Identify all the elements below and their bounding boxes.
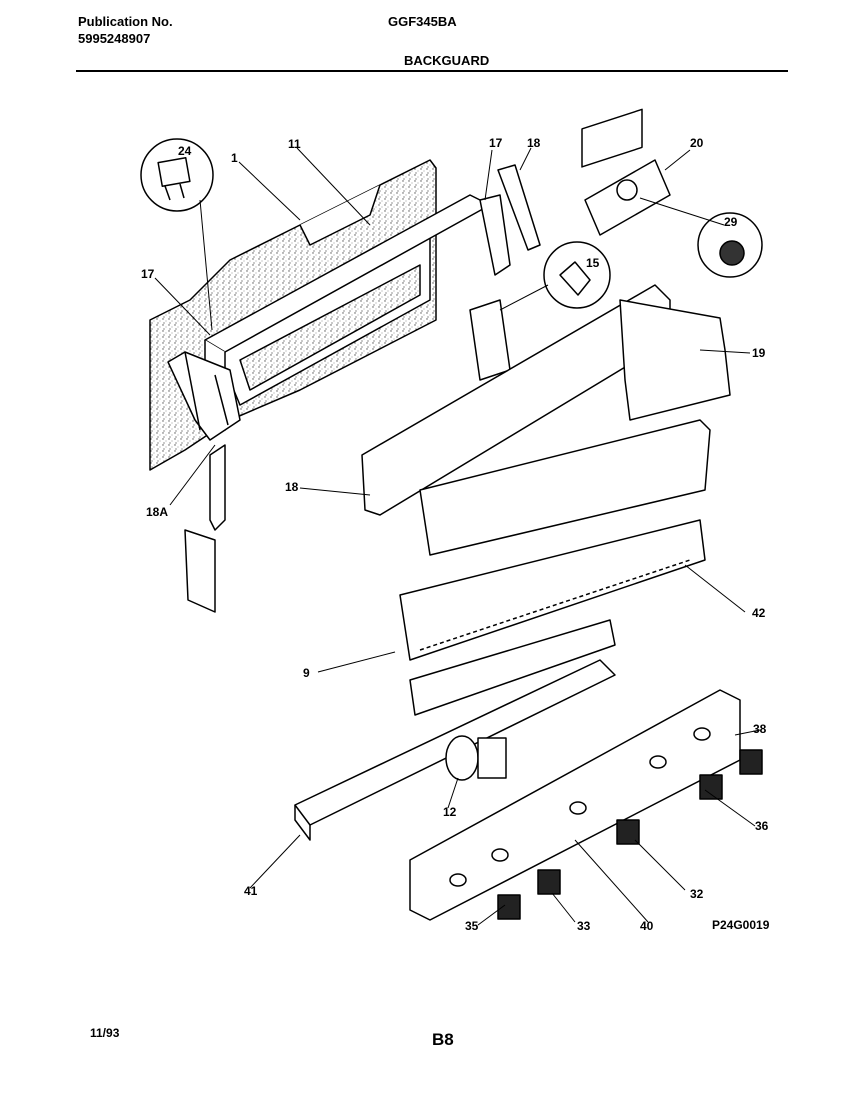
knob-part (697, 212, 763, 278)
callout-38: 38 (753, 722, 767, 736)
callout-29: 29 (724, 215, 738, 229)
callout-19: 19 (752, 346, 766, 360)
left-trim-strip (184, 444, 226, 613)
header-rule (76, 70, 788, 72)
control-knobs (497, 749, 763, 920)
callout-20: 20 (690, 136, 704, 150)
callout-35: 35 (465, 919, 479, 933)
page-number: B8 (432, 1030, 454, 1049)
control-panel (361, 108, 731, 516)
callout-15: 15 (586, 256, 600, 270)
callout-1: 1 (231, 151, 238, 165)
clock-part (584, 159, 671, 236)
callout-11: 11 (288, 137, 301, 151)
callout-18-panel: 18 (285, 480, 299, 494)
right-end-cap (469, 164, 541, 381)
left-end-cap (167, 351, 241, 441)
window-panel (419, 419, 711, 556)
leader-lines (154, 147, 761, 926)
diagram-id: P24G0019 (712, 918, 770, 932)
switch-part (140, 138, 214, 212)
callout-18A: 18A (146, 505, 168, 519)
callout-12: 12 (443, 805, 457, 819)
section-title: BACKGUARD (404, 53, 490, 68)
callout-40: 40 (640, 919, 654, 933)
publication-label: Publication No. (78, 14, 173, 29)
callout-17-left: 17 (141, 267, 155, 281)
valve-assembly (445, 735, 507, 781)
model-number: GGF345BA (388, 14, 457, 29)
callout-9: 9 (303, 666, 310, 680)
callout-17-right: 17 (489, 136, 503, 150)
callout-18-top: 18 (527, 136, 541, 150)
callout-24: 24 (178, 144, 192, 158)
clip-part (543, 241, 611, 309)
footer-date: 11/93 (90, 1026, 120, 1040)
callout-36: 36 (755, 819, 769, 833)
lower-trim-and-vent (399, 519, 706, 716)
callout-32: 32 (690, 887, 704, 901)
callout-42: 42 (752, 606, 766, 620)
callout-41: 41 (244, 884, 258, 898)
publication-number: 5995248907 (78, 31, 151, 46)
callout-33: 33 (577, 919, 591, 933)
front-control-bar (409, 689, 741, 921)
